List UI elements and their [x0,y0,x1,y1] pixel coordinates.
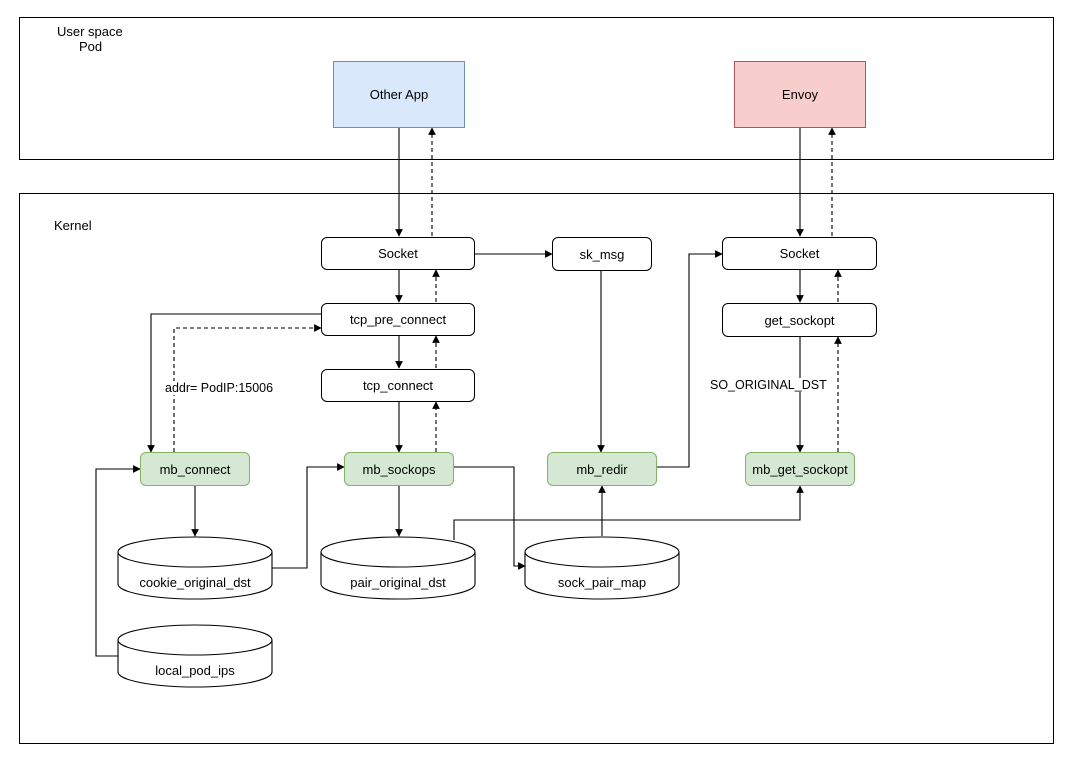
pair-original-dst-label: pair_original_dst [350,575,446,590]
mb-get-sockopt-node: mb_get_sockopt [745,452,855,486]
tcp-connect-node: tcp_connect [321,369,475,402]
other-app-box: Other App [333,61,465,128]
socket-right-node: Socket [722,237,877,270]
local-pod-ips-label: local_pod_ips [155,663,235,678]
sk-msg-node: sk_msg [552,237,652,271]
so-original-dst-edge-label: SO_ORIGINAL_DST [708,378,829,392]
get-sockopt-node: get_sockopt [722,303,877,337]
user-space-frame [19,17,1054,160]
edge-redir-envoysocket [657,250,723,468]
tcp-pre-connect-node: tcp_pre_connect [321,303,475,336]
user-space-label: User space [57,24,123,39]
mb-connect-node: mb_connect [140,452,250,486]
mb-redir-node: mb_redir [547,452,657,486]
addr-edge-label: addr= PodIP:15006 [163,381,276,395]
cookie-original-dst-cylinder [117,536,273,600]
envoy-box: Envoy [734,61,866,128]
edge-tcppre-mbconnect [147,313,321,453]
local-pod-ips-cylinder [117,624,273,688]
cookie-original-dst-label: cookie_original_dst [139,575,251,590]
pod-label: Pod [79,39,103,54]
sock-pair-map-cylinder [524,536,680,600]
edge-pair-getsockopt [453,485,804,540]
kernel-label: Kernel [54,218,92,233]
sock-pair-map-label: sock_pair_map [557,575,647,590]
edge-sockops-sockpair [454,466,526,570]
mb-sockops-node: mb_sockops [344,452,454,486]
pair-original-dst-cylinder [320,536,476,600]
kernel-frame [19,193,1054,744]
edge-localpodips-mbconnect [95,465,141,657]
edge-cookie-sockops [272,463,345,569]
socket-left-node: Socket [321,237,475,270]
